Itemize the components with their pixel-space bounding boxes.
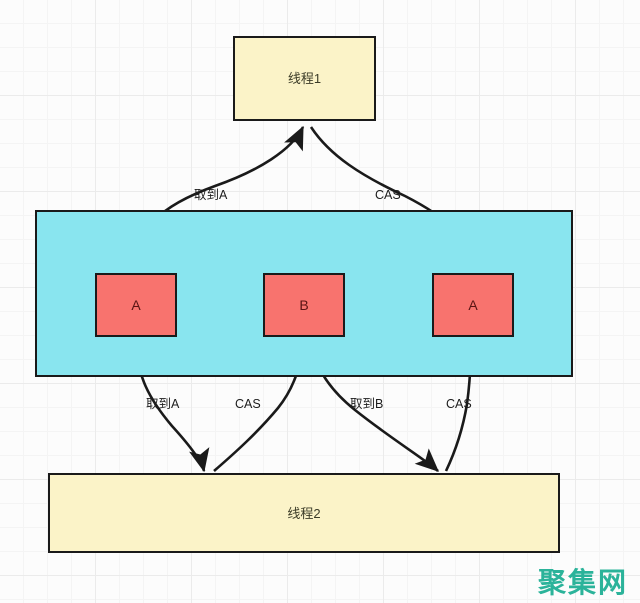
- cell-a-left-label: A: [131, 297, 141, 313]
- thread2-label: 线程2: [287, 505, 321, 521]
- cell-a-left[interactable]: A: [95, 273, 177, 337]
- cell-b-middle[interactable]: B: [263, 273, 345, 337]
- edge-label-bottom-4: CAS: [446, 397, 472, 411]
- edge-label-bottom-1: 取到A: [146, 397, 180, 411]
- thread2-box[interactable]: 线程2: [48, 473, 560, 553]
- cell-a-right[interactable]: A: [432, 273, 514, 337]
- edge-label-top-right: CAS: [375, 188, 401, 202]
- edge-label-top-left: 取到A: [194, 188, 228, 202]
- thread1-box[interactable]: 线程1: [233, 36, 376, 121]
- edge-label-bottom-2: CAS: [235, 397, 261, 411]
- edge-label-bottom-3: 取到B: [350, 397, 384, 411]
- cell-b-middle-label: B: [299, 297, 309, 313]
- cell-a-right-label: A: [468, 297, 478, 313]
- watermark: 聚集网: [537, 566, 628, 599]
- thread1-label: 线程1: [287, 71, 322, 86]
